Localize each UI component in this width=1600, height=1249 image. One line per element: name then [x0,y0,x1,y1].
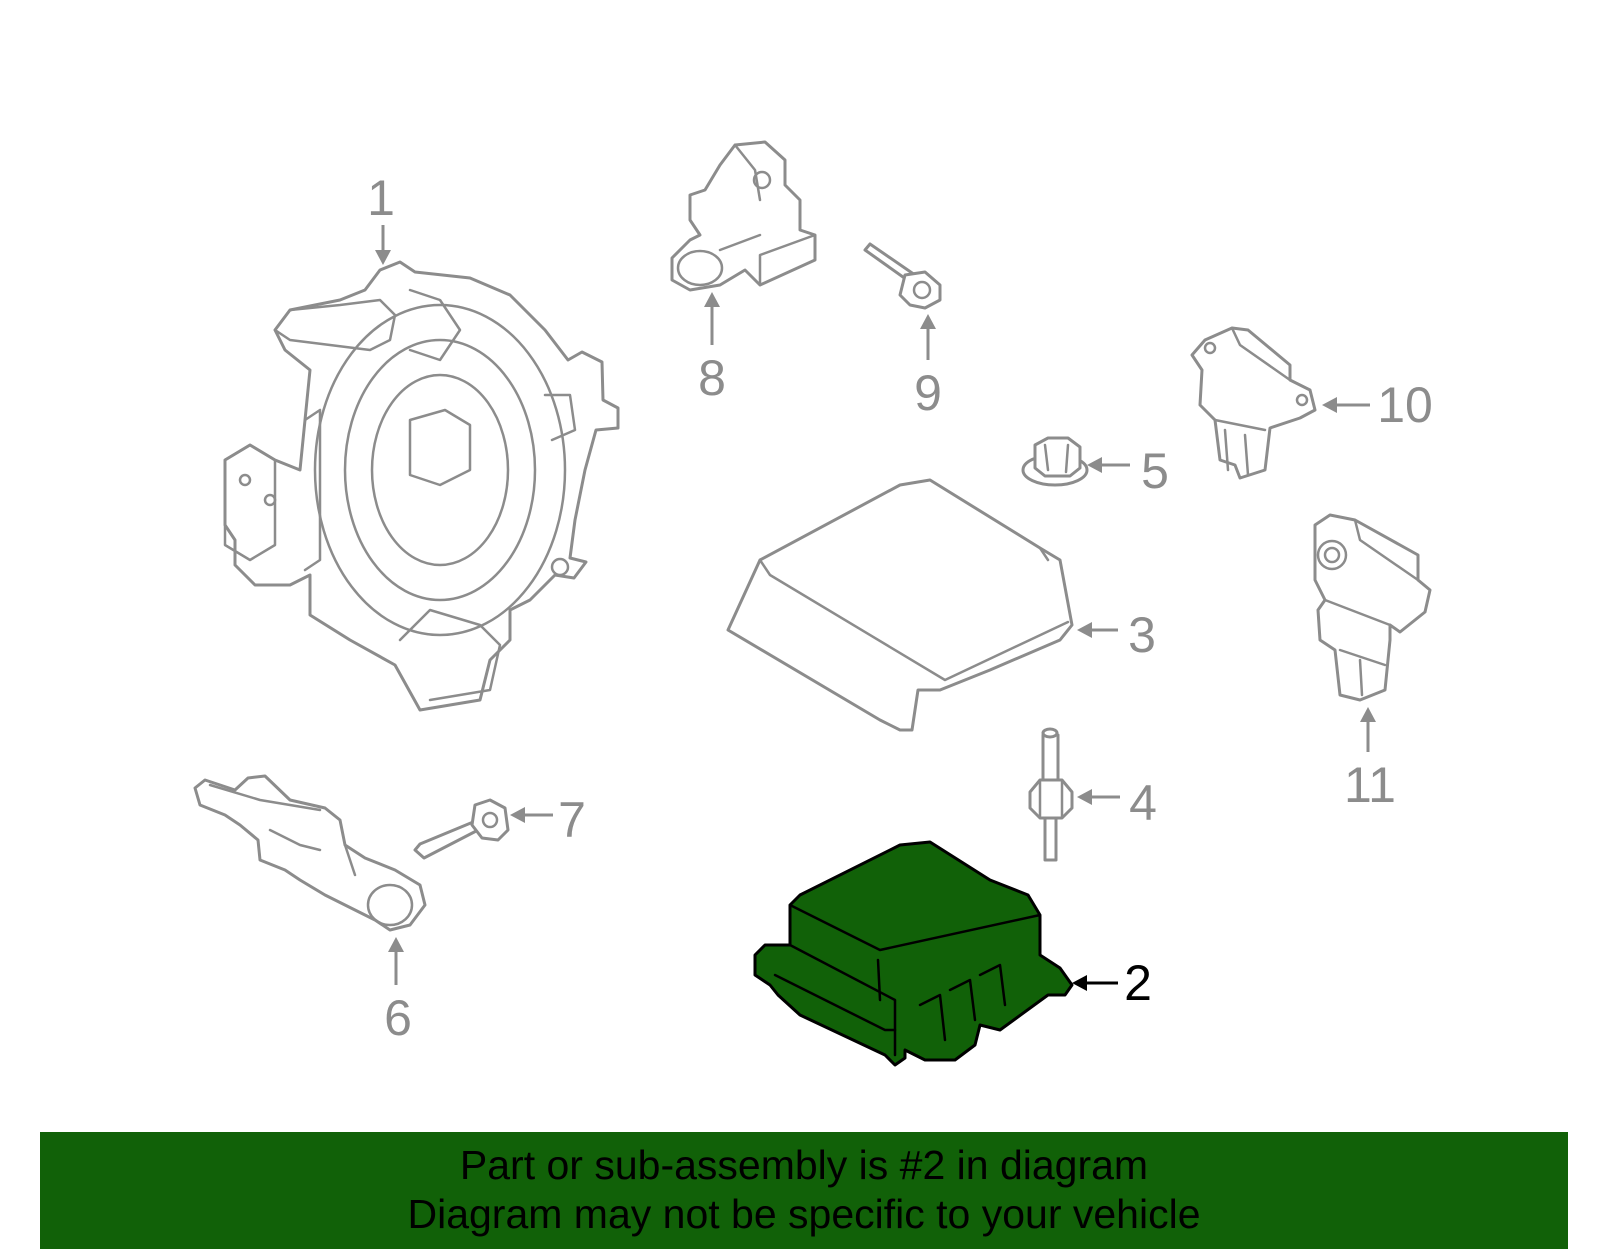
callout-2: 2 [1072,955,1152,1011]
part-3-cover[interactable] [726,478,1074,732]
callout-4: 4 [1077,775,1157,831]
part-1-clockspring[interactable] [223,260,620,712]
part-2-module-highlighted[interactable] [753,840,1074,1067]
part-9-bolt[interactable] [863,242,942,310]
callout-9: 9 [914,314,942,421]
part-8-sensor[interactable] [670,140,817,292]
callout-label-1: 1 [367,170,395,226]
part-4-stud[interactable] [1028,727,1074,862]
callout-label-11: 11 [1344,757,1396,813]
callout-label-8: 8 [698,350,726,406]
callout-label-7: 7 [558,792,586,848]
callout-label-6: 6 [384,990,412,1046]
callout-6: 6 [384,937,412,1046]
callout-label-2: 2 [1124,955,1152,1011]
callout-11: 11 [1344,707,1396,813]
part-10-sensor[interactable] [1190,326,1317,480]
callout-7: 7 [510,792,586,848]
banner-line-part-number: Part or sub-assembly is #2 in diagram [459,1142,1149,1188]
part-5-nut[interactable] [1021,436,1089,487]
callout-label-3: 3 [1128,607,1156,663]
callout-1: 1 [367,170,395,265]
part-7-bolt[interactable] [413,798,510,860]
callout-label-4: 4 [1129,775,1157,831]
callout-10: 10 [1322,377,1433,433]
callout-label-9: 9 [914,365,942,421]
info-banner: Part or sub-assembly is #2 in diagram Di… [40,1132,1568,1249]
callout-5: 5 [1087,443,1169,499]
banner-line-disclaimer: Diagram may not be specific to your vehi… [407,1191,1201,1237]
callout-8: 8 [698,292,726,406]
part-11-sensor[interactable] [1313,513,1432,702]
part-6-sensor[interactable] [193,774,427,932]
callout-3: 3 [1077,607,1156,663]
callout-label-5: 5 [1141,443,1169,499]
callout-label-10: 10 [1377,377,1433,433]
